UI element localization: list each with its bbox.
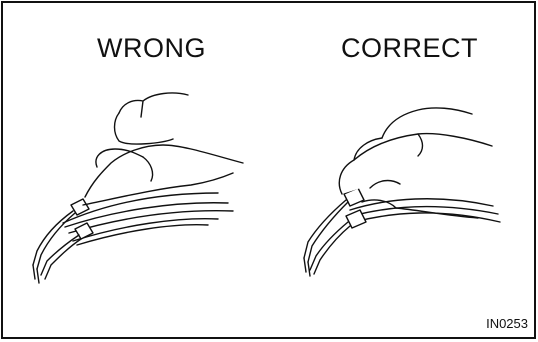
wrong-hand-wires-icon [23,93,263,293]
wrong-label: WRONG [97,33,206,64]
correct-hand-connectors-icon [278,98,518,298]
figure-code-label: IN0253 [486,316,528,331]
correct-label: CORRECT [341,33,478,64]
